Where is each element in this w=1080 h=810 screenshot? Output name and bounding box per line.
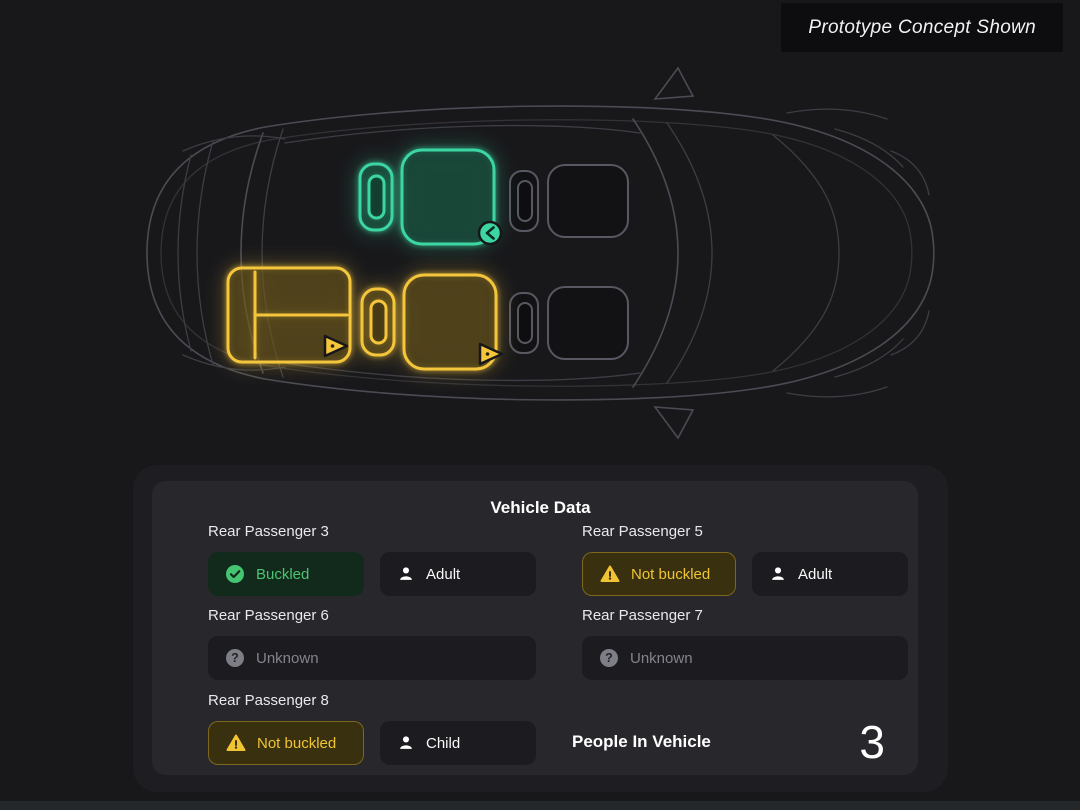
car-top-view-diagram bbox=[146, 66, 935, 440]
panel-title: Vehicle Data bbox=[490, 498, 591, 517]
mirror-bottom-icon bbox=[653, 406, 695, 440]
rear-window-line-2 bbox=[261, 128, 284, 378]
rear-passenger-7-label: Rear Passenger 7 bbox=[582, 607, 703, 624]
rp6-status-pill: ? Unknown bbox=[208, 636, 536, 680]
seat-third-row-bench-not-buckled bbox=[226, 266, 352, 364]
liftgate-line bbox=[196, 140, 214, 366]
warning-triangle-icon bbox=[226, 734, 246, 751]
rear-passenger-8-label: Rear Passenger 8 bbox=[208, 692, 329, 709]
rp8-occupant-label: Child bbox=[426, 734, 461, 752]
rear-passenger-6-label: Rear Passenger 6 bbox=[208, 607, 329, 624]
not-buckled-badge-icon-bench bbox=[323, 334, 349, 358]
seat-second-row-right-not-buckled bbox=[360, 273, 498, 371]
rp7-status-label: Unknown bbox=[630, 649, 693, 667]
mirror-top-icon bbox=[653, 66, 695, 100]
hood-crease bbox=[772, 134, 840, 372]
roof-rail-top bbox=[284, 124, 641, 144]
svg-text:?: ? bbox=[605, 651, 613, 665]
rp7-status-pill: ? Unknown bbox=[582, 636, 908, 680]
question-circle-icon: ? bbox=[226, 649, 244, 667]
windshield-line-2 bbox=[666, 122, 713, 384]
rp3-belt-status-pill: Buckled bbox=[208, 552, 364, 596]
person-icon bbox=[400, 736, 412, 749]
front-seat-left bbox=[509, 164, 629, 238]
vehicle-data-panel: Vehicle Data Rear Passenger 3 Rear Passe… bbox=[133, 465, 948, 792]
rear-passenger-3-label: Rear Passenger 3 bbox=[208, 523, 329, 540]
svg-text:?: ? bbox=[231, 651, 239, 665]
person-icon bbox=[400, 567, 412, 580]
rear-passenger-5-label: Rear Passenger 5 bbox=[582, 523, 703, 540]
prototype-banner-label: Prototype Concept Shown bbox=[808, 16, 1036, 38]
check-circle-icon bbox=[226, 565, 244, 583]
headlight-right-bottom bbox=[890, 310, 930, 356]
car-body-inner-line bbox=[160, 119, 913, 387]
wheel-rear-top bbox=[182, 135, 286, 152]
rp3-occupant-pill: Adult bbox=[380, 552, 536, 596]
buckled-badge-icon bbox=[477, 220, 503, 246]
question-circle-icon: ? bbox=[600, 649, 618, 667]
person-icon bbox=[772, 567, 784, 580]
fender-line-bottom bbox=[834, 338, 904, 378]
windshield-line bbox=[632, 118, 679, 388]
not-buckled-badge-icon-seat bbox=[478, 342, 504, 366]
rp5-occupant-pill: Adult bbox=[752, 552, 908, 596]
headlight-right-top bbox=[890, 150, 930, 196]
fender-line-top bbox=[834, 128, 904, 168]
wheel-front-bottom bbox=[786, 386, 888, 398]
rear-window-line bbox=[240, 132, 264, 374]
wheel-rear-bottom bbox=[182, 354, 286, 371]
people-in-vehicle-count: 3 bbox=[859, 716, 885, 768]
front-seat-right bbox=[509, 286, 629, 360]
rp8-occupant-pill: Child bbox=[380, 721, 536, 765]
warning-triangle-icon bbox=[600, 565, 620, 582]
seat-second-row-left-buckled bbox=[358, 148, 496, 246]
car-body-outline bbox=[146, 105, 935, 401]
rp3-occupant-label: Adult bbox=[426, 565, 461, 583]
liftgate-line-2 bbox=[177, 154, 192, 352]
rp5-occupant-label: Adult bbox=[798, 565, 833, 583]
wheel-front-top bbox=[786, 108, 888, 120]
rp8-belt-status-label: Not buckled bbox=[257, 734, 337, 752]
people-in-vehicle-label: People In Vehicle bbox=[572, 732, 711, 751]
bottom-edge-strip bbox=[0, 801, 1080, 810]
rp6-status-label: Unknown bbox=[256, 649, 319, 667]
rp8-belt-status-pill: Not buckled bbox=[208, 721, 364, 765]
roof-rail-bottom bbox=[284, 362, 641, 382]
rp3-belt-status-label: Buckled bbox=[256, 565, 310, 583]
prototype-banner: Prototype Concept Shown bbox=[781, 3, 1063, 52]
rp5-belt-status-label: Not buckled bbox=[631, 565, 711, 583]
rp5-belt-status-pill: Not buckled bbox=[582, 552, 736, 596]
